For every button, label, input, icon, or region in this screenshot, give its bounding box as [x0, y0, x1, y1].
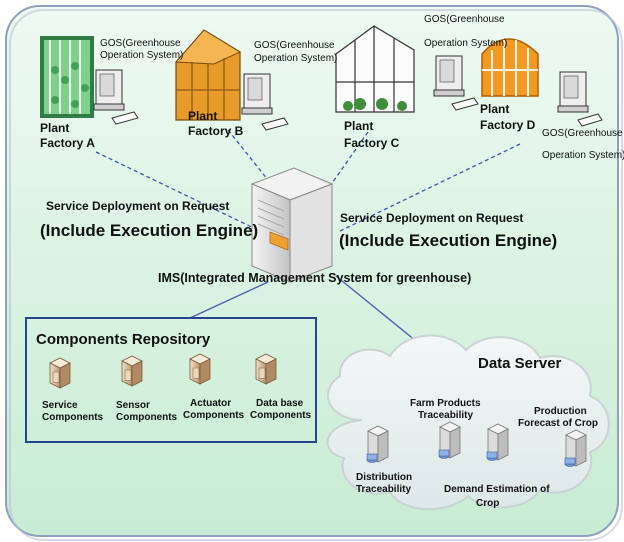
link-ims-repository: [189, 281, 269, 319]
repo-item-service-line2: Components: [42, 412, 104, 423]
data-server-cloud: [326, 334, 610, 510]
service-component-icon: [49, 357, 71, 389]
factory-d-name-line1: Plant: [480, 102, 509, 116]
repo-item-sensor-line2: Components: [116, 412, 178, 423]
gos-a-line1: GOS(Greenhouse: [100, 38, 181, 49]
factory-b-computer-icon: [241, 73, 289, 131]
gos-b-line1: GOS(Greenhouse: [254, 40, 335, 51]
repo-item-sensor-line1: Sensor: [116, 400, 150, 411]
gos-d-line2: Operation System): [542, 150, 624, 161]
factory-a-name-line2: Factory A: [40, 136, 95, 150]
forecast-server-icon: [564, 429, 587, 467]
database-component-icon: [255, 353, 277, 385]
farm-traceability-line2: Traceability: [418, 410, 473, 421]
gos-c-line2: Operation System): [424, 38, 507, 49]
factory-a-image: [40, 36, 94, 118]
factory-b-name-line2: Factory B: [188, 124, 244, 138]
repo-item-actuator-line2: Components: [183, 410, 245, 421]
repo-item-actuator-line1: Actuator: [190, 398, 231, 409]
factory-a-name-line1: Plant: [40, 121, 69, 135]
data-server-icons: [366, 421, 587, 467]
gos-c-line1: GOS(Greenhouse: [424, 14, 505, 25]
demand-estimation-line2: Crop: [476, 498, 499, 509]
factory-b-name-line1: Plant: [188, 109, 217, 123]
repo-item-database-line1: Data base: [256, 398, 304, 409]
factory-links: [95, 129, 521, 233]
demand-estimation-server-icon: [486, 423, 509, 461]
factory-b-image: [174, 29, 242, 121]
deploy-right-line2: (Include Execution Engine): [339, 231, 557, 250]
factory-c-image: [335, 25, 415, 113]
link-factory-a: [95, 151, 263, 233]
ims-label: IMS(Integrated Management System for gre…: [158, 271, 471, 285]
sensor-component-icon: [121, 355, 143, 387]
farm-traceability-server-icon: [438, 421, 461, 459]
background-shadow: [9, 9, 623, 541]
repo-item-service-line1: Service: [42, 400, 78, 411]
gos-b-line2: Operation System): [254, 53, 337, 64]
forecast-line2: Forecast of Crop: [518, 418, 598, 429]
factory-d-name-line2: Factory D: [480, 118, 536, 132]
factory-d-image: [481, 38, 539, 97]
gos-a-line2: Operation System): [100, 50, 183, 61]
repo-item-database-line2: Components: [250, 410, 312, 421]
deploy-left-line2: (Include Execution Engine): [40, 221, 258, 240]
link-factory-d: [337, 143, 521, 233]
actuator-component-icon: [189, 353, 211, 385]
factory-c-name-line1: Plant: [344, 119, 373, 133]
factory-a-computer-icon: [93, 69, 139, 125]
deploy-left-line1: Service Deployment on Request: [46, 199, 229, 213]
farm-traceability-line1: Farm Products: [410, 398, 481, 409]
gos-d-line1: GOS(Greenhouse: [542, 128, 623, 139]
factory-c-computer-icon: [433, 55, 479, 111]
factory-c-name-line2: Factory C: [344, 136, 400, 150]
distribution-traceability-line1: Distribution: [356, 472, 412, 483]
link-factory-b: [227, 129, 269, 181]
ims-server-icon: [250, 167, 334, 283]
demand-estimation-line1: Demand Estimation of: [444, 484, 550, 495]
factory-d-computer-icon: [557, 71, 603, 127]
deploy-right-line1: Service Deployment on Request: [340, 211, 523, 225]
data-server-title: Data Server: [478, 355, 562, 372]
distribution-server-icon: [366, 425, 389, 463]
distribution-traceability-line2: Traceability: [356, 484, 411, 495]
forecast-line1: Production: [534, 406, 587, 417]
repository-icons: [49, 353, 277, 389]
repository-title: Components Repository: [36, 331, 211, 348]
components-repository-box: [25, 317, 317, 443]
